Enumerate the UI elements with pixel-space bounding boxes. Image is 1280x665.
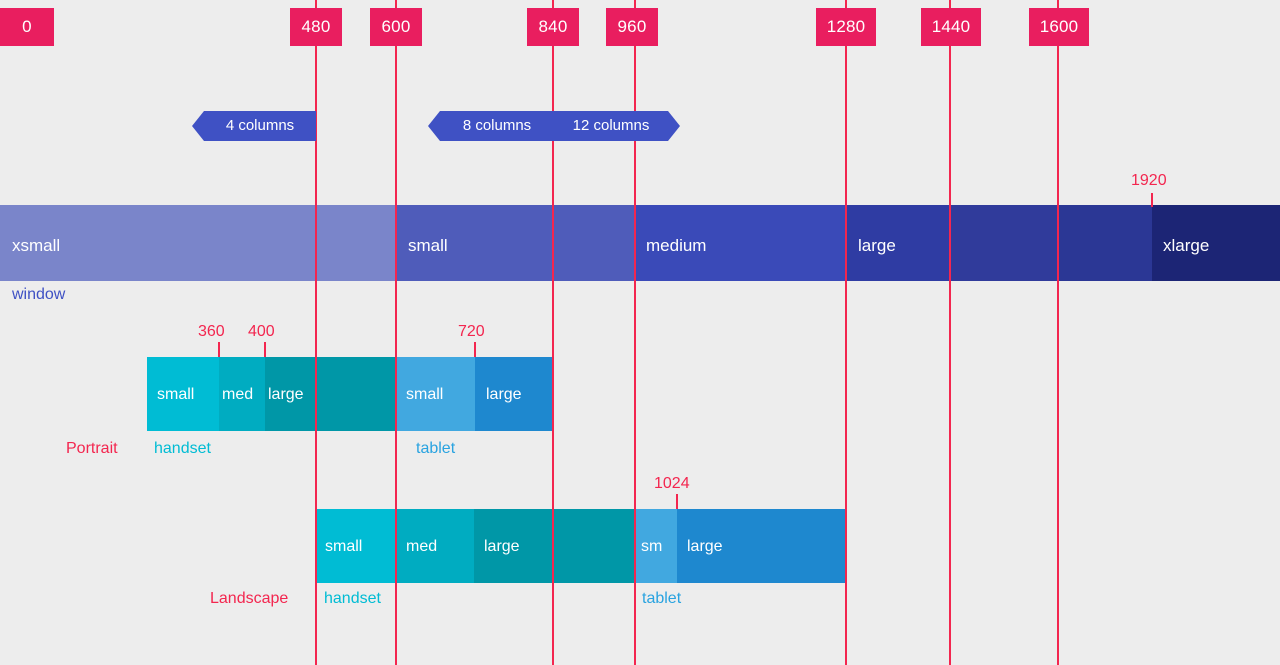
window-segment-xsmall — [0, 205, 316, 281]
portrait-tablet-bar — [397, 357, 553, 431]
landscape-handset-segment-small — [316, 509, 396, 583]
portrait-handset-segment-med — [219, 357, 265, 431]
breakpoint-badge-1600[interactable]: 1600 — [1029, 8, 1089, 46]
landscape-tick-label-1024: 1024 — [654, 475, 690, 492]
landscape-handset-segment-label-med: med — [406, 538, 438, 555]
window-segment-label-xlarge: xlarge — [1163, 236, 1210, 255]
window-segment-label-medium: medium — [646, 236, 707, 255]
column-pill-1[interactable]: 4 columns — [192, 111, 316, 141]
portrait-handset-label: handset — [154, 440, 211, 457]
breakpoint-badge-label: 480 — [301, 17, 331, 36]
breakpoint-badge-label: 1600 — [1039, 17, 1079, 36]
window-segment-medium — [635, 205, 846, 281]
portrait-tablet-segment-large — [475, 357, 553, 431]
window-tick-mark-1920 — [1151, 193, 1153, 207]
breakpoint-badge-label: 0 — [22, 17, 32, 36]
gridline-1440 — [949, 0, 951, 665]
portrait-tablet-segment-label-large: large — [486, 386, 522, 403]
breakpoint-badge-label: 1440 — [931, 17, 971, 36]
gridline-840 — [552, 0, 554, 665]
window-size-class-band — [0, 205, 1280, 281]
window-row-label: window — [12, 286, 66, 303]
breakpoint-badge-label: 1280 — [826, 17, 866, 36]
breakpoint-badge-840[interactable]: 840 — [527, 8, 579, 46]
portrait-tablet-label: tablet — [416, 440, 456, 457]
window-segment-label-small: small — [408, 236, 448, 255]
landscape-handset-bar — [316, 509, 635, 583]
portrait-handset-segment-small — [147, 357, 219, 431]
breakpoint-badge-1440[interactable]: 1440 — [921, 8, 981, 46]
column-pill-3[interactable]: 12 columns — [554, 111, 680, 141]
column-pill-2[interactable]: 8 columns — [428, 111, 554, 141]
window-segment-large-b — [950, 205, 1058, 281]
landscape-handset-segment-large — [474, 509, 635, 583]
breakpoint-badge-0[interactable]: 0 — [0, 8, 54, 46]
landscape-tick-mark-1024 — [676, 494, 678, 509]
window-segment-small-b — [553, 205, 635, 281]
breakpoint-badge-label: 840 — [538, 17, 568, 36]
portrait-tick-label-360: 360 — [198, 323, 225, 340]
landscape-tablet-segment-label-sm: sm — [641, 538, 663, 555]
portrait-handset-bar — [147, 357, 396, 431]
gridline-600 — [395, 0, 397, 665]
window-segment-small — [396, 205, 553, 281]
portrait-handset-segment-label-med: med — [222, 386, 254, 403]
column-pill-label: 8 columns — [462, 117, 532, 134]
portrait-tick-label-400: 400 — [248, 323, 275, 340]
landscape-orientation-label: Landscape — [210, 590, 289, 607]
portrait-tick-label-720: 720 — [458, 323, 485, 340]
landscape-tablet-label: tablet — [642, 590, 682, 607]
gridline-480 — [315, 0, 317, 665]
breakpoint-badge-600[interactable]: 600 — [370, 8, 422, 46]
portrait-handset-segment-label-large: large — [268, 386, 304, 403]
window-segment-label-large: large — [858, 236, 896, 255]
window-segment-xlarge — [1152, 205, 1280, 281]
portrait-tick-mark-400 — [264, 342, 266, 357]
landscape-tablet-segment-label-large: large — [687, 538, 723, 555]
portrait-tablet-segment-label-small: small — [406, 386, 444, 403]
window-segment-large — [846, 205, 950, 281]
window-tick-label-1920: 1920 — [1131, 172, 1167, 189]
portrait-handset-segment-large — [265, 357, 396, 431]
gridline-1600 — [1057, 0, 1059, 665]
landscape-handset-segment-med — [396, 509, 474, 583]
landscape-tablet-segment-sm — [635, 509, 677, 583]
column-pill-label: 4 columns — [225, 117, 295, 134]
portrait-tick-mark-720 — [474, 342, 476, 357]
column-pill-label: 12 columns — [572, 117, 650, 134]
landscape-tablet-segment-large — [677, 509, 846, 583]
breakpoint-badge-960[interactable]: 960 — [606, 8, 658, 46]
landscape-handset-segment-label-large: large — [484, 538, 520, 555]
portrait-handset-segment-label-small: small — [157, 386, 195, 403]
landscape-handset-label: handset — [324, 590, 381, 607]
portrait-orientation-label: Portrait — [66, 440, 118, 457]
breakpoint-badge-1280[interactable]: 1280 — [816, 8, 876, 46]
window-segment-xsmall-b — [316, 205, 396, 281]
breakpoint-badge-480[interactable]: 480 — [290, 8, 342, 46]
landscape-tablet-bar — [635, 509, 846, 583]
portrait-tablet-segment-small — [397, 357, 475, 431]
window-segment-label-xsmall: xsmall — [12, 236, 61, 255]
breakpoint-badge-label: 960 — [617, 17, 647, 36]
landscape-handset-segment-label-small: small — [325, 538, 363, 555]
gridline-960 — [634, 0, 636, 665]
portrait-tick-mark-360 — [218, 342, 220, 357]
window-segment-large-c — [1058, 205, 1152, 281]
breakpoint-badge-label: 600 — [381, 17, 411, 36]
gridline-1280 — [845, 0, 847, 665]
